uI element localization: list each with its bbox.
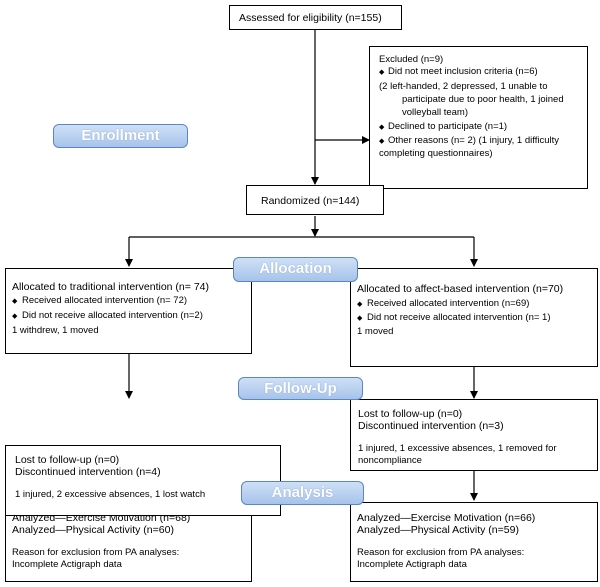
right-analysis-box: Analyzed—Exercise Motivation (n=66) Anal…	[350, 502, 598, 582]
right-followup-box: Lost to follow-up (n=0) Discontinued int…	[350, 399, 598, 471]
right-allocation-title: Allocated to affect-based intervention (…	[357, 283, 564, 295]
right-allocation-bullet-2: ◆	[357, 315, 363, 322]
left-allocation-box: Allocated to traditional intervention (n…	[5, 268, 252, 354]
excluded-item-other: Other reasons (n= 2) (1 injury, 1 diffic…	[388, 135, 559, 146]
left-followup-detail: 1 injured, 2 excessive absences, 1 lost …	[15, 489, 206, 500]
right-followup-detail-1: 1 injured, 1 excessive absences, 1 remov…	[358, 443, 557, 454]
right-allocation-received: Received allocated intervention (n=69)	[367, 298, 530, 309]
stage-followup: Follow-Up	[238, 377, 363, 400]
left-allocation-bullet-1: ◆	[12, 298, 18, 305]
right-followup-detail-2: noncompliance	[358, 455, 422, 466]
assessed-box: Assessed for eligibility (n=155)	[229, 5, 402, 30]
excluded-item-inclusion-detail-2: participate due to poor health, 1 joined	[402, 94, 564, 105]
right-analysis-activity: Analyzed—Physical Activity (n=59)	[357, 524, 519, 536]
right-analysis-reason-2: Incomplete Actigraph data	[357, 559, 467, 570]
left-analysis-activity: Analyzed—Physical Activity (n=60)	[12, 524, 174, 536]
left-analysis-reason-1: Reason for exclusion from PA analyses:	[12, 547, 180, 558]
excluded-item-inclusion-detail-3: volleyball team)	[402, 107, 468, 118]
right-allocation-detail: 1 moved	[357, 326, 394, 337]
left-followup-box: Lost to follow-up (n=0) Discontinued int…	[5, 445, 281, 516]
left-analysis-reason-2: Incomplete Actigraph data	[12, 559, 122, 570]
left-allocation-detail: 1 withdrew, 1 moved	[12, 325, 99, 336]
left-allocation-received: Received allocated intervention (n= 72)	[22, 295, 188, 306]
excluded-item-declined: Declined to participate (n=1)	[388, 121, 508, 132]
assessed-text: Assessed for eligibility (n=155)	[239, 12, 382, 24]
right-analysis-motivation: Analyzed—Exercise Motivation (n=66)	[357, 512, 536, 524]
right-allocation-not-received: Did not receive allocated intervention (…	[367, 312, 551, 323]
excluded-item-other-2: completing questionnaires)	[379, 148, 493, 159]
left-followup-discontinued: Discontinued intervention (n=4)	[15, 466, 161, 478]
excluded-item-inclusion: Did not meet inclusion criteria (n=6)	[388, 66, 538, 77]
left-allocation-bullet-2: ◆	[12, 313, 18, 320]
right-analysis-reason-1: Reason for exclusion from PA analyses:	[357, 547, 525, 558]
stage-analysis: Analysis	[241, 481, 364, 505]
excluded-item-inclusion-detail-1: (2 left-handed, 2 depressed, 1 unable to	[379, 81, 548, 92]
right-allocation-box: Allocated to affect-based intervention (…	[350, 268, 598, 367]
excluded-bullet-3: ◆	[379, 138, 385, 145]
stage-enrollment: Enrollment	[53, 124, 188, 148]
right-followup-discontinued: Discontinued intervention (n=3)	[358, 420, 504, 432]
stage-allocation: Allocation	[233, 257, 358, 282]
randomized-box: Randomized (n=144)	[246, 185, 384, 215]
left-allocation-title: Allocated to traditional intervention (n…	[12, 281, 209, 293]
left-followup-lost: Lost to follow-up (n=0)	[15, 454, 120, 466]
excluded-bullet-1: ◆	[379, 69, 385, 76]
excluded-box: Excluded (n=9) ◆ Did not meet inclusion …	[369, 46, 588, 189]
right-allocation-bullet-1: ◆	[357, 301, 363, 308]
left-allocation-not-received: Did not receive allocated intervention (…	[22, 310, 203, 321]
right-followup-lost: Lost to follow-up (n=0)	[358, 408, 463, 420]
randomized-text: Randomized (n=144)	[261, 195, 360, 207]
excluded-title: Excluded (n=9)	[379, 54, 444, 65]
excluded-bullet-2: ◆	[379, 124, 385, 131]
